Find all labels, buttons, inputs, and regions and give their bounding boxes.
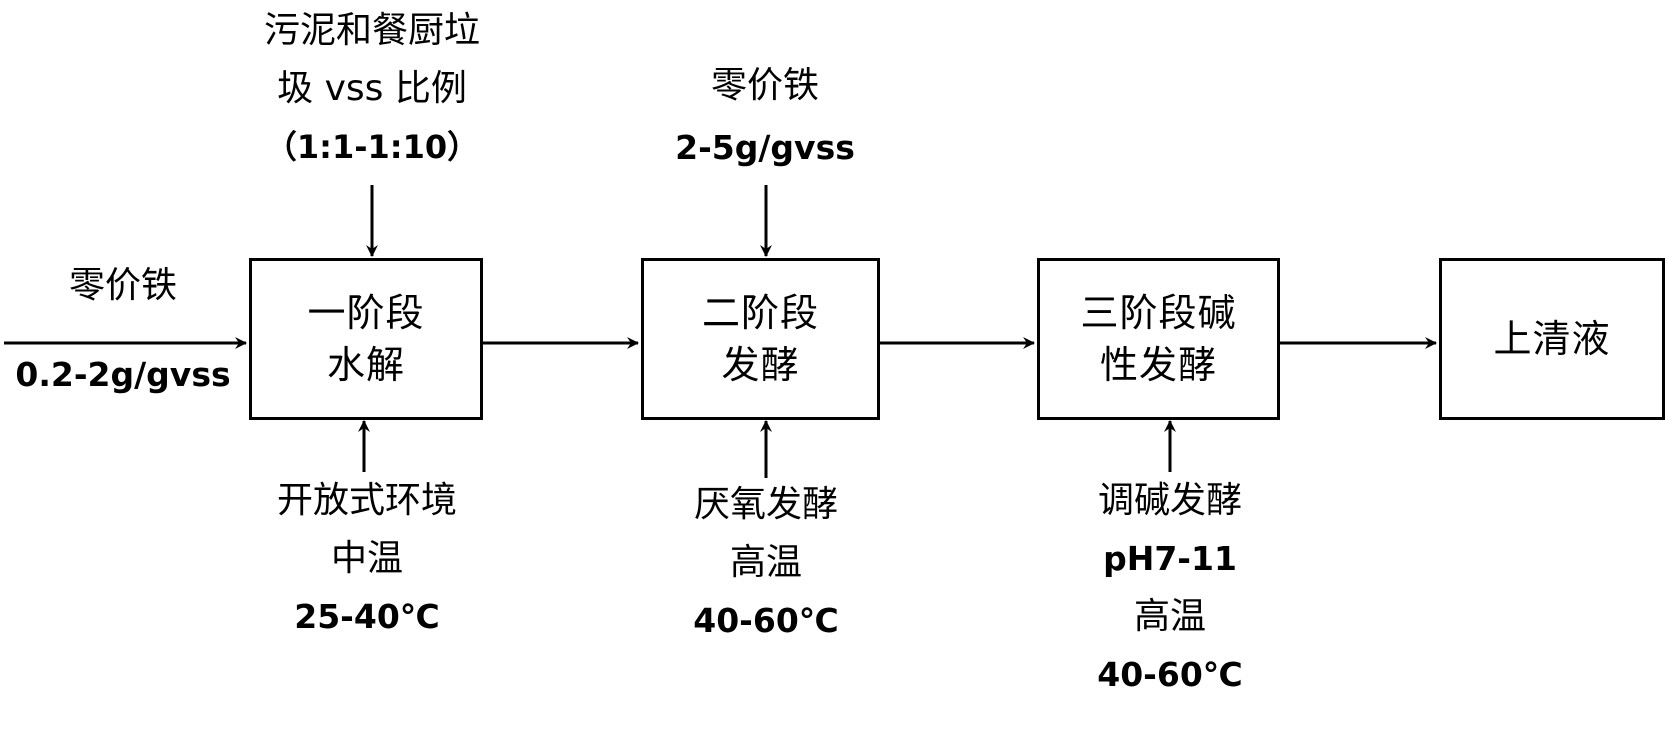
stage3-line-1: 三阶段碱 [1080, 291, 1237, 335]
stage1-box: 一阶段 水解 [249, 258, 483, 420]
sludge-ratio-line-2: 圾 vss 比例 [277, 68, 467, 109]
stage1-cond-temp-range: 25-40℃ [294, 597, 440, 636]
stage2-line-1: 二阶段 [701, 291, 819, 335]
stage3-cond-ph: pH7-11 [1103, 539, 1237, 578]
zero-iron-top-name: 零价铁 [710, 65, 819, 106]
stage2-cond-temp-class: 高温 [729, 542, 802, 583]
stage2-cond-temp-range: 40-60℃ [693, 601, 839, 640]
zero-iron-left-label: 零价铁 [0, 259, 246, 313]
stage3-cond-temp-class: 高温 [1133, 596, 1206, 637]
stage1-line-2: 水解 [326, 343, 405, 387]
stage2-conditions: 厌氧发酵 高温 40-60℃ [626, 476, 906, 650]
stage1-cond-temp-class: 中温 [330, 538, 403, 579]
stage2-box: 二阶段 发酵 [641, 258, 880, 420]
zero-iron-left-dose: 0.2-2g/gvss [15, 355, 231, 394]
stage3-box: 三阶段碱 性发酵 [1037, 258, 1280, 420]
stage1-cond-env: 开放式环境 [276, 480, 457, 521]
stage3-cond-process: 调碱发酵 [1097, 480, 1242, 521]
sludge-ratio-line-3: （1:1-1:10） [264, 128, 480, 166]
stage1-conditions: 开放式环境 中温 25-40℃ [222, 472, 512, 646]
stage2-line-2: 发酵 [721, 343, 800, 387]
zero-iron-top-dose: 2-5g/gvss [675, 128, 855, 167]
stage2-cond-process: 厌氧发酵 [693, 484, 838, 525]
stage1-line-1: 一阶段 [307, 291, 425, 335]
zero-iron-left-name: 零价铁 [68, 265, 177, 306]
sludge-ratio-line-1: 污泥和餐厨垃 [263, 10, 480, 51]
output-label: 上清液 [1493, 317, 1611, 361]
stage3-line-2: 性发酵 [1099, 343, 1217, 387]
stage3-conditions: 调碱发酵 pH7-11 高温 40-60℃ [1030, 472, 1310, 704]
sludge-ratio-label: 污泥和餐厨垃 圾 vss 比例 （1:1-1:10） [230, 2, 514, 176]
stage3-cond-temp-range: 40-60℃ [1097, 655, 1243, 694]
zero-iron-top-label: 零价铁 2-5g/gvss [640, 55, 890, 179]
output-box: 上清液 [1439, 258, 1665, 420]
